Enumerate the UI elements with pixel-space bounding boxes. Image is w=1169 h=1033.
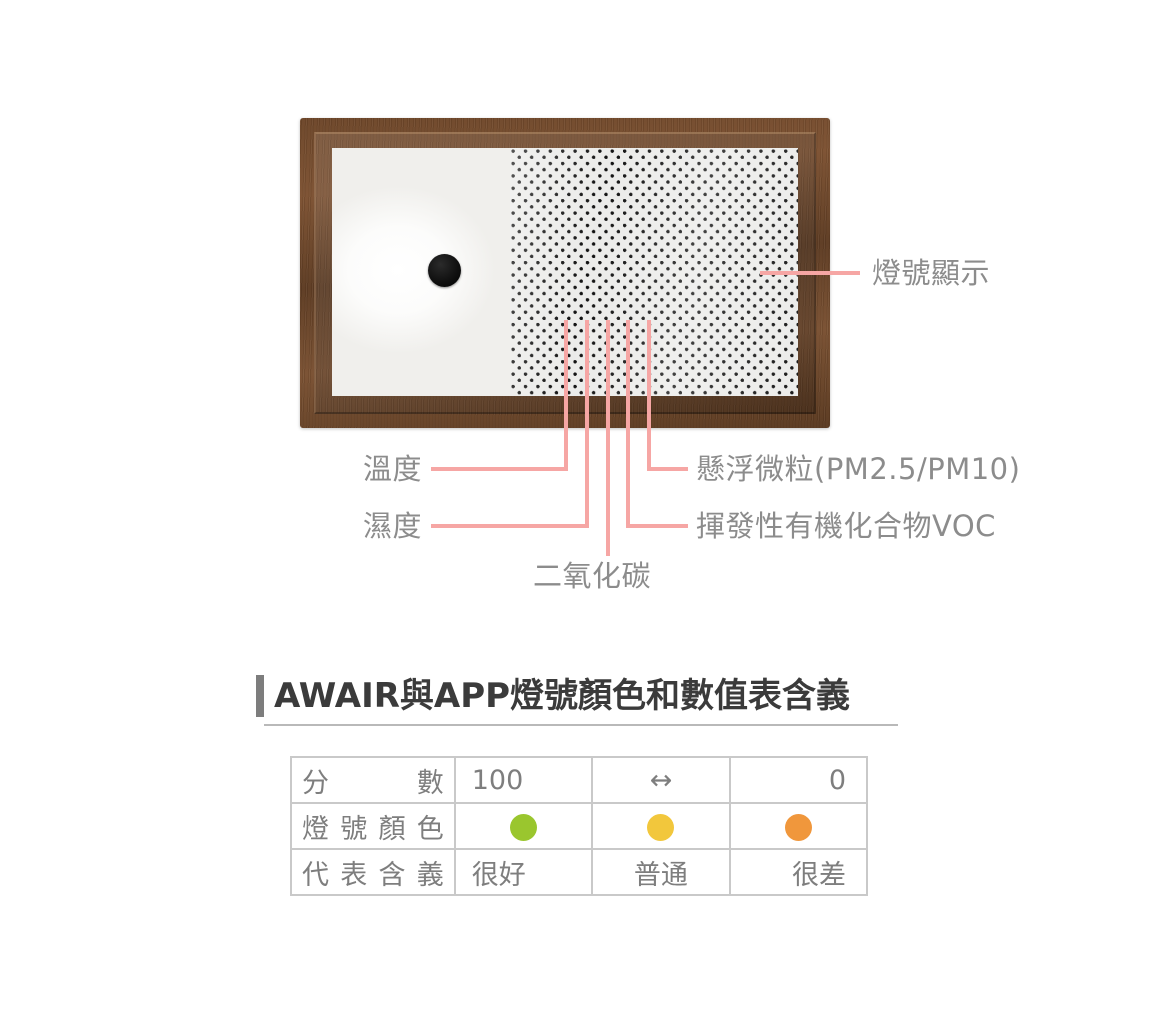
callout-label-temperature: 溫度 (362, 452, 422, 486)
cell-meaning-average: 普通 (591, 848, 731, 896)
legend-section-header: AWAIR與APP燈號顏色和數值表含義 (256, 672, 898, 726)
legend-table: 分數 100 ↔ 0 燈號顏色 代表含義 很好 普通 很差 (290, 756, 869, 896)
table-row: 燈號顏色 (290, 802, 869, 850)
callout-label-voc: 揮發性有機化合物VOC (696, 509, 996, 543)
device-sensor-button[interactable] (428, 254, 461, 287)
device-diffuser-panel (332, 148, 510, 396)
callout-label-light-indicator: 燈號顯示 (872, 256, 991, 290)
device-photo (300, 118, 830, 428)
table-row: 分數 100 ↔ 0 (290, 756, 869, 804)
yellow-dot-icon (647, 813, 675, 841)
legend-title: AWAIR與APP燈號顏色和數值表含義 (274, 676, 851, 716)
title-underline (264, 724, 898, 726)
cell-meaning-bad: 很差 (728, 848, 869, 896)
table-row: 代表含義 很好 普通 很差 (290, 848, 869, 896)
grille-sheen (510, 148, 798, 396)
cell-dot-good (453, 802, 594, 850)
cell-score-good: 100 (453, 756, 594, 804)
cell-meaning-good: 很好 (453, 848, 594, 896)
legend-table-body: 分數 100 ↔ 0 燈號顏色 代表含義 很好 普通 很差 (290, 756, 869, 896)
device-perforated-grille (510, 148, 798, 396)
callout-label-humidity: 濕度 (362, 509, 422, 543)
callout-label-pm: 懸浮微粒(PM2.5/PM10) (696, 452, 1021, 486)
cell-dot-average (591, 802, 731, 850)
legend-title-row: AWAIR與APP燈號顏色和數值表含義 (256, 672, 898, 720)
cell-score-range-arrow: ↔ (591, 756, 731, 804)
title-accent-bar (256, 675, 264, 717)
row-header-meaning: 代表含義 (290, 848, 456, 896)
row-header-score: 分數 (290, 756, 456, 804)
device-front-panel (332, 148, 798, 396)
row-header-light-color: 燈號顏色 (290, 802, 456, 850)
green-dot-icon (509, 813, 537, 841)
orange-dot-icon (784, 813, 812, 841)
callout-label-co2: 二氧化碳 (533, 559, 652, 593)
led-score-glow (760, 248, 798, 294)
cell-score-bad: 0 (728, 756, 869, 804)
cell-dot-bad (728, 802, 869, 850)
